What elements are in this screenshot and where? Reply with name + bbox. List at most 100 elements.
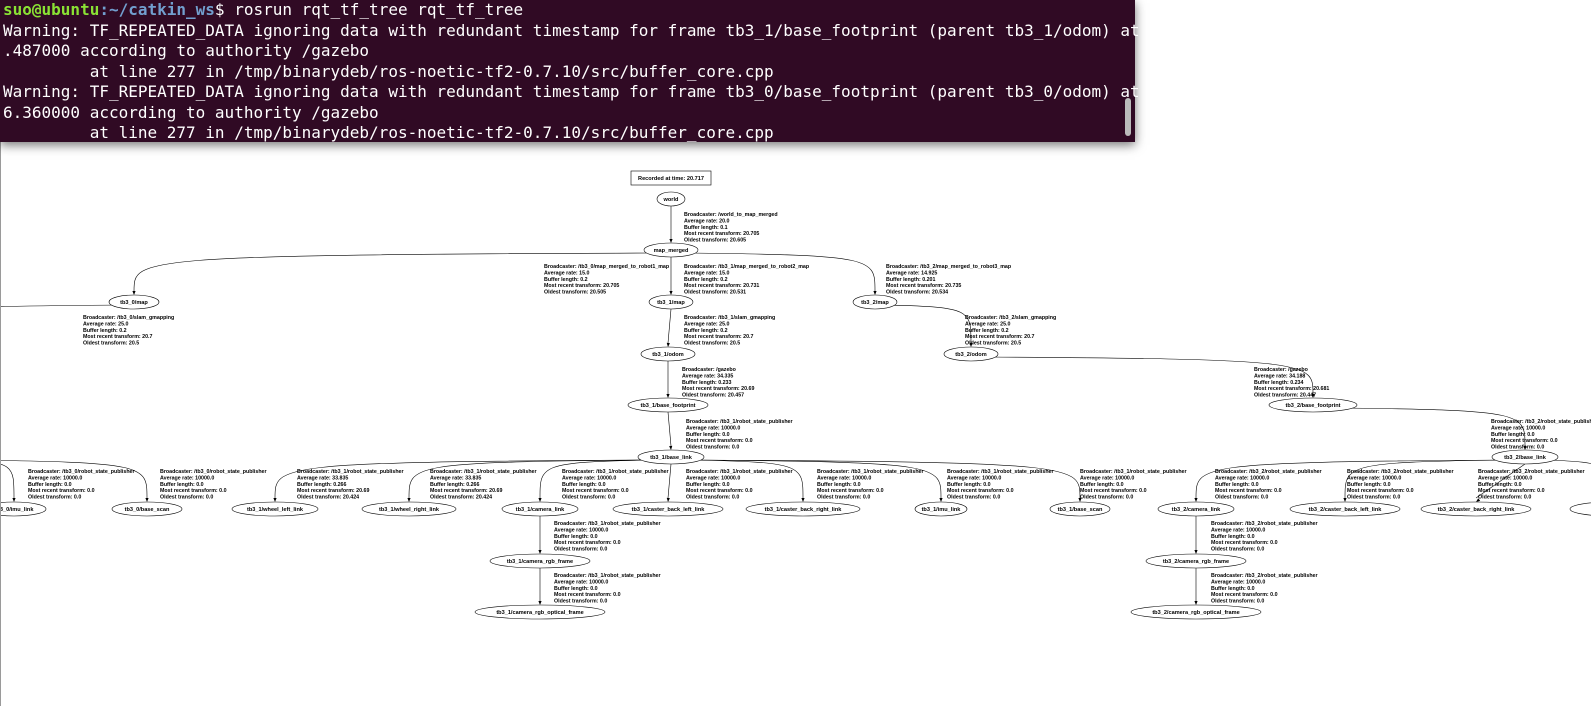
tf-frame-node[interactable]: tb3_1/camera_rgb_optical_frame — [474, 604, 606, 620]
tf-frame-node[interactable]: tb3_2/camera_link — [1157, 501, 1235, 517]
node-ellipse[interactable] — [1420, 501, 1532, 517]
prompt-symbol: $ — [214, 0, 235, 19]
tf-frame-node[interactable]: tb3_2/map — [852, 294, 898, 310]
edge-info-line: Buffer length: 0.234 — [1254, 380, 1304, 386]
edge-info-line: Oldest transform: 20.5 — [684, 341, 740, 347]
tf-frame-node[interactable]: tb3_1/map — [648, 294, 694, 310]
edge-info-line: Most recent transform: 0.0 — [554, 592, 621, 598]
edge-info-line: Buffer length: 0.2 — [83, 328, 127, 334]
edge-line — [539, 459, 652, 499]
node-ellipse[interactable] — [1491, 449, 1559, 465]
edge-line — [274, 459, 652, 499]
node-ellipse[interactable] — [914, 501, 968, 517]
node-ellipse[interactable] — [1268, 397, 1358, 413]
tf-edge: Broadcaster: /tb3_2/robot_state_publishe… — [1339, 407, 1591, 451]
node-ellipse[interactable] — [648, 294, 694, 310]
tf-frame-node[interactable]: tb3_1/wheel_left_link — [231, 501, 319, 517]
edge-info-line: Most recent transform: 20.69 — [297, 488, 369, 494]
tf-frame-node[interactable]: tb3_0/imu_link — [0, 501, 47, 517]
terminal-scrollbar[interactable] — [1125, 98, 1131, 136]
edge-line — [1544, 459, 1591, 464]
node-ellipse[interactable] — [0, 501, 47, 517]
arrowhead-icon — [273, 498, 277, 502]
node-ellipse[interactable] — [361, 501, 457, 517]
tf-edge: Broadcaster: /tb3_0/robot_state_publishe… — [0, 463, 135, 502]
edge-info-line: Oldest transform: 0.0 — [160, 495, 213, 501]
edge-info-line: Most recent transform: 0.0 — [1080, 488, 1147, 494]
edge-info-line: Broadcaster: /tb3_1/robot_state_publishe… — [686, 469, 793, 475]
node-label: tb3_1/camera_link — [516, 507, 565, 513]
node-ellipse[interactable] — [745, 501, 861, 517]
node-ellipse[interactable] — [1289, 501, 1401, 517]
tf-frame-node[interactable]: world — [656, 191, 686, 207]
node-ellipse[interactable] — [1157, 501, 1235, 517]
tf-frame-node[interactable]: tb3_0/base_scan — [111, 501, 183, 517]
tf-frame-node[interactable]: tb3_1/wheel_right_link — [361, 501, 457, 517]
edge-line — [1475, 463, 1526, 499]
node-ellipse[interactable] — [1130, 604, 1262, 620]
node-label: tb3_0/base_scan — [125, 507, 170, 513]
node-ellipse[interactable] — [111, 501, 183, 517]
node-ellipse[interactable] — [640, 346, 696, 362]
node-ellipse[interactable] — [1049, 501, 1111, 517]
node-ellipse[interactable] — [627, 397, 709, 413]
tf-frame-node[interactable] — [1569, 502, 1591, 516]
tf-frame-node[interactable]: tb3_1/caster_back_left_link — [612, 501, 724, 517]
terminal-window[interactable]: suo@ubuntu:~/catkin_ws$ rosrun rqt_tf_tr… — [0, 0, 1217, 142]
tf-frame-node[interactable]: tb3_1/base_footprint — [627, 397, 709, 413]
tf-frame-node[interactable]: tb3_2/camera_rgb_optical_frame — [1130, 604, 1262, 620]
edge-info-line: Oldest transform: 0.0 — [686, 495, 739, 501]
edge-line — [690, 459, 942, 499]
edge-info-line: Average rate: 25.0 — [83, 321, 128, 327]
tf-frame-node[interactable]: tb3_1/caster_back_right_link — [745, 501, 861, 517]
tf-frame-node[interactable]: tb3_1/base_scan — [1049, 501, 1111, 517]
tf-frame-node[interactable]: tb3_2/caster_back_left_link — [1289, 501, 1401, 517]
tf-frame-node[interactable]: tb3_2/base_link — [1491, 449, 1559, 465]
tf-frame-node[interactable]: tb3_1/camera_link — [501, 501, 579, 517]
tf-frame-node[interactable]: tb3_0/map — [108, 294, 160, 310]
edge-info-line: Average rate: 10000.0 — [686, 475, 740, 481]
nodes-layer: world map_merged tb3_0/map tb3_1/map tb3_2/m… — [0, 191, 1591, 620]
tf-frame-node[interactable]: tb3_2/camera_rgb_frame — [1145, 553, 1247, 569]
node-ellipse[interactable] — [852, 294, 898, 310]
node-ellipse[interactable] — [108, 294, 160, 310]
node-ellipse[interactable] — [1569, 502, 1591, 516]
terminal-output-line: Warning: TF_REPEATED_DATA ignoring data … — [3, 20, 1217, 40]
edge-info-line: Average rate: 10000.0 — [160, 475, 214, 481]
edge-info-line: Buffer length: 0.0 — [1491, 432, 1535, 438]
node-ellipse[interactable] — [943, 346, 999, 362]
node-ellipse[interactable] — [1145, 553, 1247, 569]
tf-frame-node[interactable]: tb3_1/imu_link — [914, 501, 968, 517]
edge-info-line: Buffer length: 0.233 — [682, 380, 732, 386]
node-ellipse[interactable] — [612, 501, 724, 517]
edge-info-line: Most recent transform: 0.0 — [1478, 488, 1545, 494]
node-ellipse[interactable] — [656, 191, 686, 207]
edge-info-line: Oldest transform: 0.0 — [554, 599, 607, 605]
node-ellipse[interactable] — [501, 501, 579, 517]
tf-frame-node[interactable]: tb3_1/base_link — [637, 449, 705, 465]
edge-info-line: Broadcaster: /tb3_1/robot_state_publishe… — [1080, 469, 1187, 475]
node-ellipse[interactable] — [637, 449, 705, 465]
edge-info-line: Oldest transform: 0.0 — [1347, 495, 1400, 501]
tf-frame-node[interactable]: tb3_1/camera_rgb_frame — [489, 553, 591, 569]
arrowhead-icon — [538, 550, 542, 554]
tf-frame-node[interactable]: map_merged — [643, 242, 699, 258]
node-ellipse[interactable] — [643, 242, 699, 258]
edge-info-line: Buffer length: 0.0 — [1080, 482, 1124, 488]
tf-frame-node[interactable]: tb3_2/odom — [943, 346, 999, 362]
tf-edge: Broadcaster: /tb3_1/robot_state_publishe… — [407, 459, 652, 502]
edge-line — [667, 308, 672, 344]
tf-edge: Broadcaster: /tb3_1/robot_state_publishe… — [273, 459, 652, 502]
tf-frame-node[interactable]: tb3_2/caster_back_right_link — [1420, 501, 1532, 517]
tf-frame-node[interactable]: tb3_1/odom — [640, 346, 696, 362]
edge-info-line: Oldest transform: 0.0 — [1215, 495, 1268, 501]
node-ellipse[interactable] — [474, 604, 606, 620]
tf-edge: Broadcaster: /tb3_2/robot_state_publishe… — [1343, 459, 1506, 502]
edge-info-line: Broadcaster: /tb3_1/robot_state_publishe… — [686, 419, 793, 425]
node-ellipse[interactable] — [489, 553, 591, 569]
edge-info-line: Oldest transform: 0.0 — [28, 495, 81, 501]
node-ellipse[interactable] — [231, 501, 319, 517]
tf-frame-node[interactable]: tb3_2/base_footprint — [1268, 397, 1358, 413]
